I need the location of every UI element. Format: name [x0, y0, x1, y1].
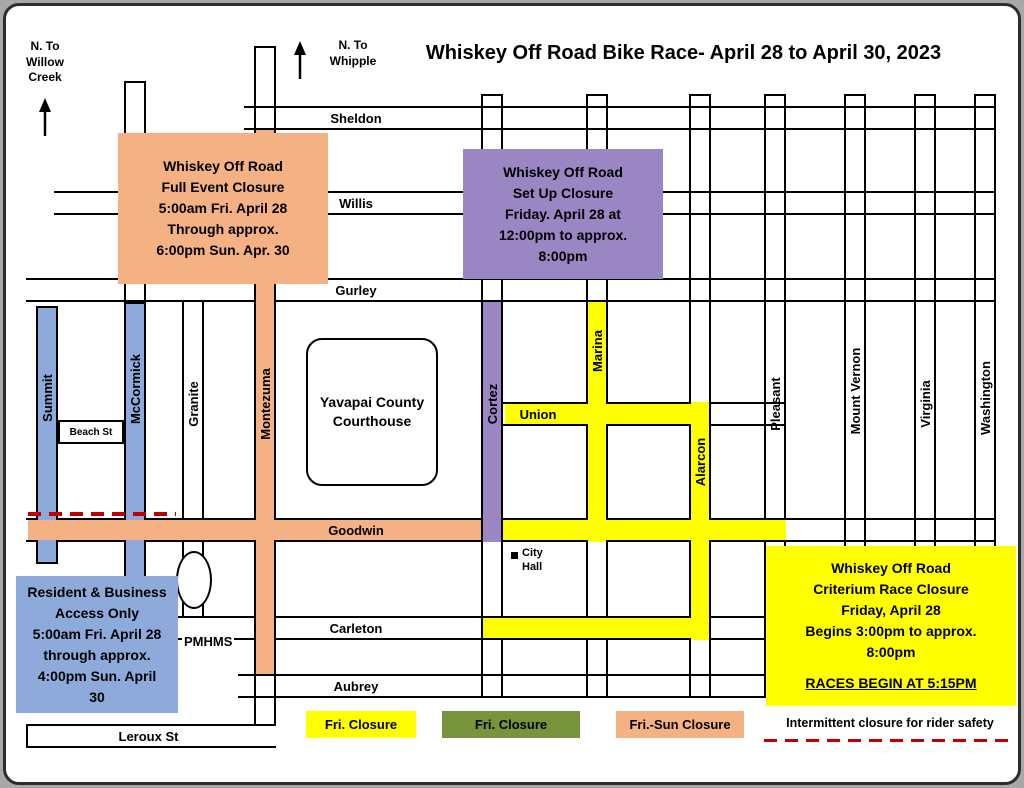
callout-setup-closure: Whiskey Off Road Set Up Closure Friday. … — [463, 149, 663, 279]
street-alarcon — [689, 94, 711, 698]
street-virginia — [914, 94, 936, 698]
legend-fri-closure-green: Fri. Closure — [442, 711, 580, 738]
north-arrow-willow-icon — [39, 98, 51, 136]
street-leroux — [26, 724, 276, 748]
callout-criterium-text: Whiskey Off Road Criterium Race Closure … — [805, 560, 977, 660]
street-label-marina: Marina — [589, 330, 605, 372]
street-label-goodwin: Goodwin — [328, 522, 384, 538]
callout-full-event-closure: Whiskey Off Road Full Event Closure 5:00… — [118, 133, 328, 284]
street-label-gurley: Gurley — [335, 282, 377, 298]
street-label-union: Union — [519, 406, 557, 422]
callout-criterium-races-line: RACES BEGIN AT 5:15PM — [805, 675, 977, 691]
street-label-sheldon: Sheldon — [330, 110, 382, 126]
street-label-mount-vernon: Mount Vernon — [847, 347, 863, 435]
legend-fri-sun-closure-orange: Fri.-Sun Closure — [616, 711, 744, 738]
closure-cortez-purple — [483, 302, 501, 542]
legend-intermittent-label: Intermittent closure for rider safety — [786, 716, 994, 730]
street-granite — [182, 302, 204, 616]
street-label-summit: Summit — [39, 374, 55, 422]
street-label-washington: Washington — [977, 361, 993, 435]
street-label-granite: Granite — [185, 381, 201, 427]
callout-criterium-closure: Whiskey Off Road Criterium Race Closure … — [766, 546, 1016, 706]
street-label-willis: Willis — [339, 195, 373, 211]
street-label-cortez: Cortez — [484, 383, 500, 425]
street-label-aubrey: Aubrey — [333, 678, 379, 694]
street-montezuma — [254, 46, 276, 724]
street-gurley — [26, 278, 996, 302]
street-label-alarcon: Alarcon — [692, 437, 708, 487]
closure-goodwin-west-orange — [28, 520, 481, 540]
street-carleton — [146, 616, 996, 640]
street-label-leroux: Leroux St — [118, 728, 179, 744]
city-hall-marker — [511, 552, 518, 559]
street-label-carleton: Carleton — [329, 620, 383, 636]
street-aubrey — [238, 674, 996, 698]
oval-landmark — [176, 551, 212, 609]
map-title: Whiskey Off Road Bike Race- April 28 to … — [425, 42, 942, 64]
beach-st-label: Beach St — [58, 420, 124, 444]
street-label-montezuma: Montezuma — [257, 368, 273, 440]
street-cortez — [481, 94, 503, 698]
street-sheldon — [244, 106, 996, 130]
city-hall-label: City Hall — [522, 547, 543, 573]
callout-resident-access: Resident & Business Access Only 5:00am F… — [16, 576, 178, 713]
intermittent-closure-dash — [28, 512, 176, 516]
north-whipple-label: N. To Whipple — [329, 38, 377, 68]
race-closure-map-page: Whiskey Off Road Bike Race- April 28 to … — [3, 3, 1021, 785]
street-washington — [974, 94, 996, 698]
legend-fri-closure-yellow: Fri. Closure — [306, 711, 416, 738]
closure-summit-blue — [36, 306, 58, 564]
north-arrow-whipple-icon — [294, 41, 306, 79]
street-marina — [586, 94, 608, 698]
street-mount-vernon — [844, 94, 866, 698]
street-goodwin — [26, 518, 996, 542]
pmhms-label: PMHMS — [182, 634, 235, 649]
street-label-pleasant: Pleasant — [767, 377, 783, 431]
closure-union-yellow — [505, 404, 709, 424]
courthouse-block: Yavapai County Courthouse — [306, 338, 438, 486]
closure-goodwin-east-yellow — [503, 520, 786, 540]
street-pleasant — [764, 94, 786, 698]
street-label-mccormick: McCormick — [127, 353, 143, 425]
north-willow-creek-label: N. To Willow Creek — [26, 39, 64, 85]
closure-carleton-yellow — [483, 618, 709, 638]
street-label-virginia: Virginia — [917, 380, 933, 428]
legend-intermittent-dash — [764, 739, 1014, 742]
street-union — [503, 402, 786, 426]
